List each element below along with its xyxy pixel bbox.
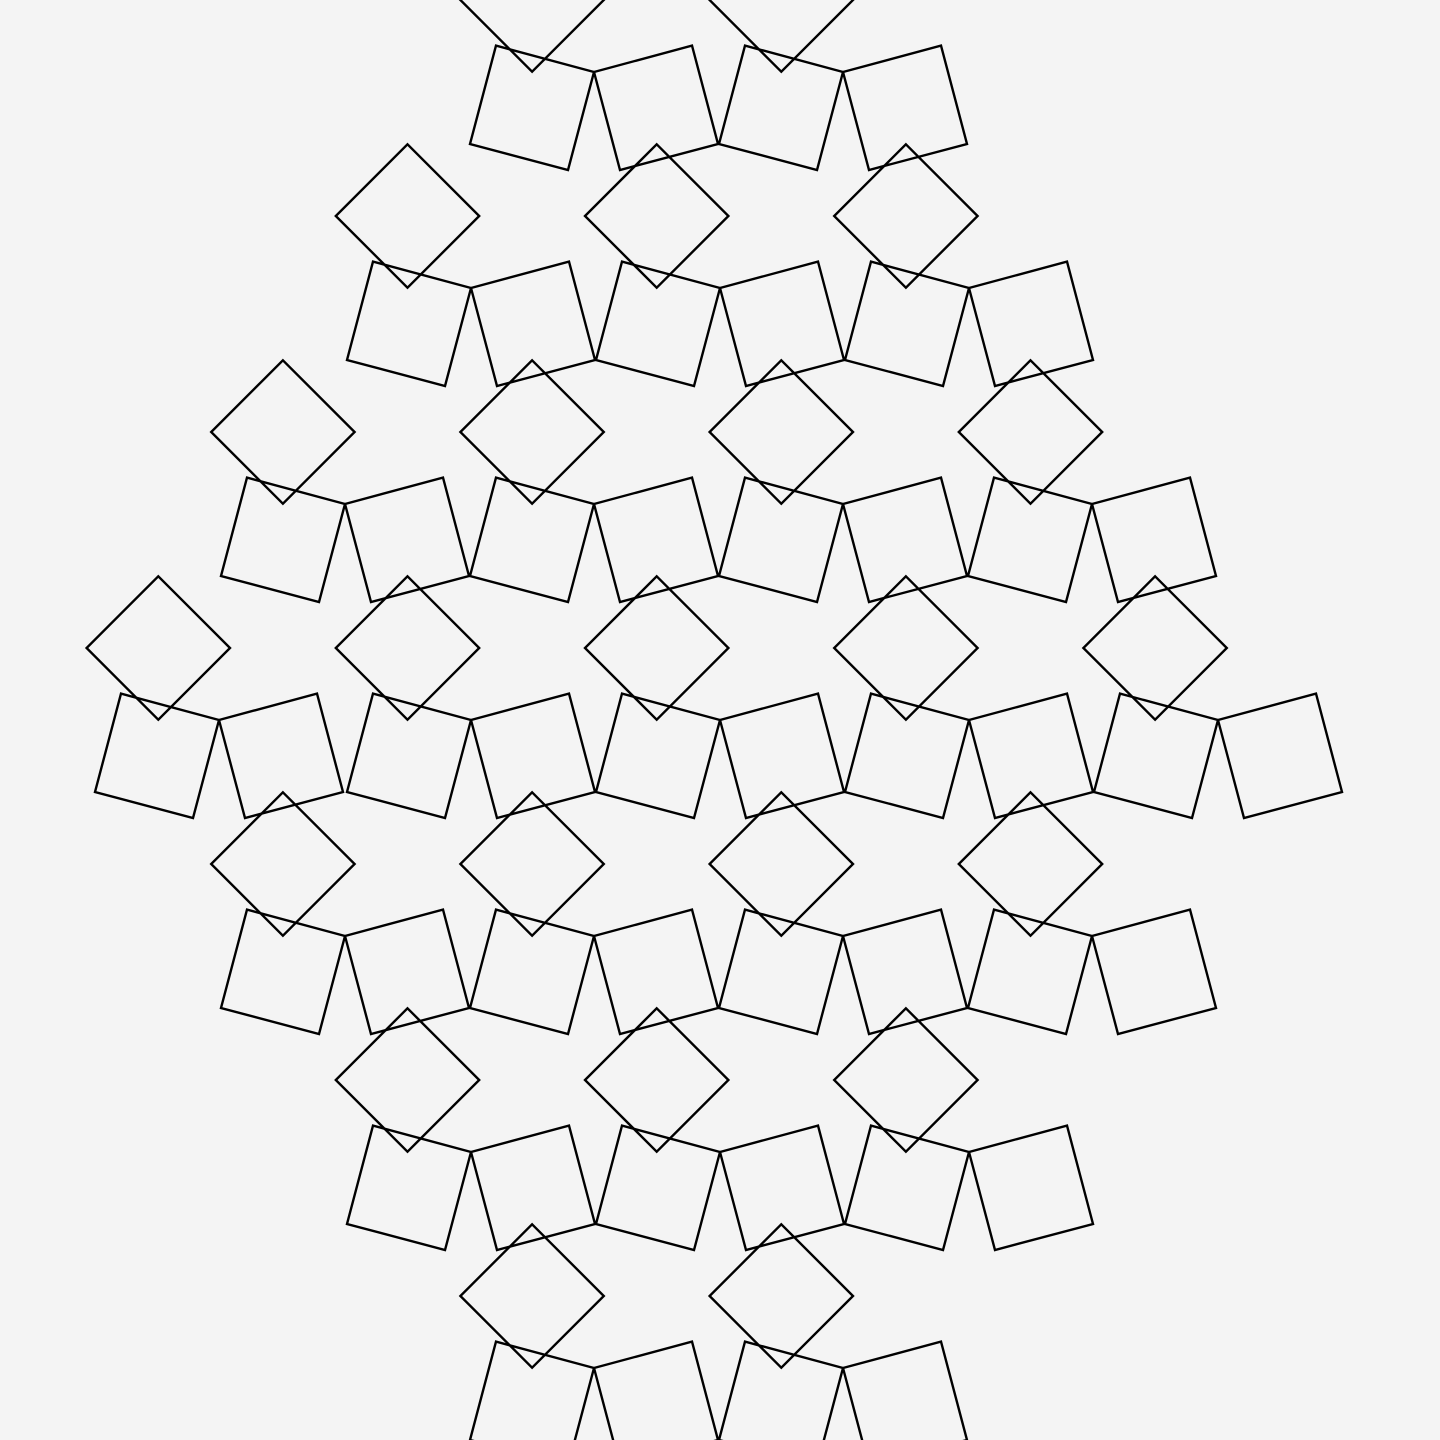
tilted-square-tile [1090,476,1218,604]
tilted-square-tile [841,44,969,172]
diamond-tile [209,790,357,938]
diamond-tile [334,1006,481,1154]
diamond-tile [458,1222,606,1370]
diamond-tile [84,574,232,722]
tilted-square-tile [966,476,1094,604]
diamond-tile [832,1006,980,1154]
diamond-tile [707,790,855,938]
tilted-square-tile [219,476,347,604]
tilted-square-tile [843,692,971,820]
diamond-tile [832,142,980,290]
tilted-square-tile [468,476,596,604]
diamond-tile [583,142,731,290]
tilted-square-tile [717,1340,845,1440]
tilted-square-tile [841,1340,969,1440]
tilted-square-tile [1216,692,1344,820]
diamond-tile [458,790,606,938]
diamond-tile [832,574,980,722]
tilted-square-tile [345,1124,473,1252]
tilted-square-tile [1090,908,1218,1036]
tilted-square-tile [345,692,473,820]
tilted-square-tile [217,692,345,820]
tilted-square-tile [468,908,596,1036]
diamond-tile [583,1006,731,1154]
tilted-square-tile [468,44,596,172]
tilted-square-tile [717,908,845,1036]
tilted-square-tile [967,1124,1095,1252]
tilted-square-tile [966,908,1094,1036]
diamond-tile [458,0,606,74]
tilted-square-tile [468,1340,596,1440]
tilted-square-tile [843,1124,971,1252]
diamond-tile [957,790,1104,938]
diamond-tile [957,358,1104,506]
diamond-tile [334,574,481,722]
tilted-square-tile [594,692,722,820]
diamond-tile [707,358,855,506]
tilted-square-tile [592,1340,720,1440]
diamond-tile [707,0,855,74]
diamond-tile [458,358,606,506]
tilted-square-tile [967,260,1095,388]
tilted-square-tile [717,476,845,604]
tilted-square-tile [345,260,473,388]
tilted-square-tile [594,260,722,388]
tilted-square-tile [717,44,845,172]
diamond-tile [1081,574,1229,722]
diamond-tile [334,142,481,290]
tilted-square-tile [843,260,971,388]
tile-group [84,0,1344,1440]
diamond-tile [707,1222,855,1370]
diamond-tile [583,574,731,722]
tilted-square-tile [1092,692,1220,820]
tilted-square-tile [93,692,221,820]
tilted-square-tile [594,1124,722,1252]
diamond-tile [209,358,357,506]
tilted-square-tile [219,908,347,1036]
